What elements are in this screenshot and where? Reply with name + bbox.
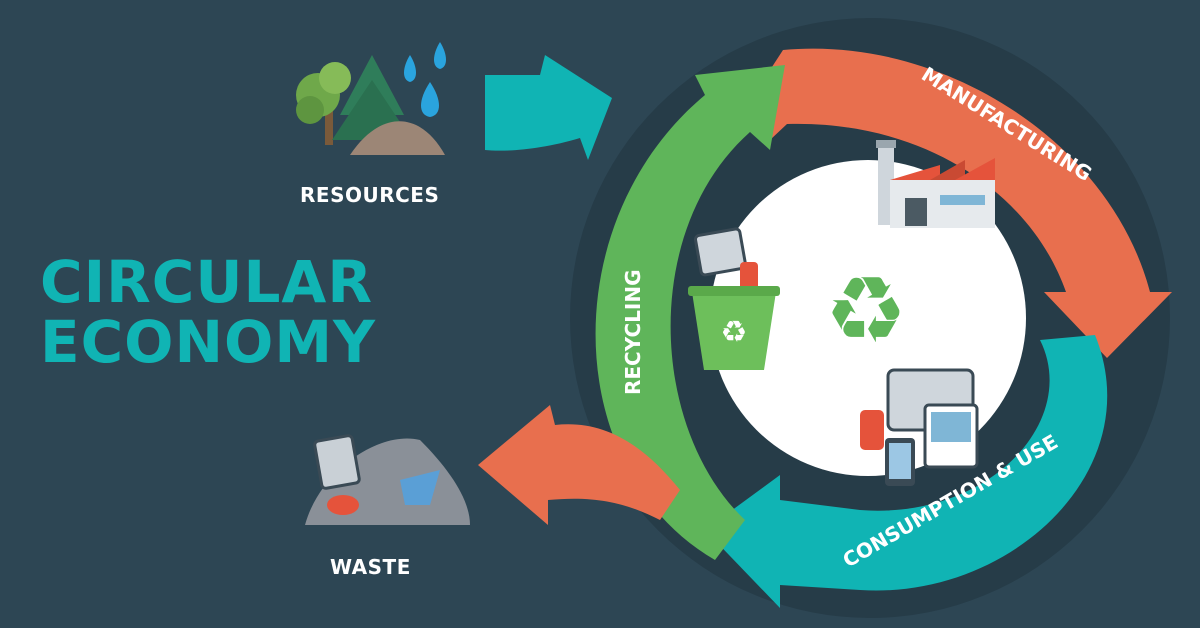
devices-icon [860,368,979,486]
waste-pile-icon [305,434,470,525]
manufacturing-arrow [735,48,1172,358]
soil-pile-icon [350,121,445,155]
title-line-1: CIRCULAR [40,248,373,316]
recycling-arrow [595,65,785,560]
water-drops-icon [404,42,446,117]
resources-label: RESOURCES [300,183,440,207]
recycling-label: RECYCLING [621,269,645,395]
recycle-bin-icon: ♻ [688,227,780,370]
resources-arrow [485,55,612,160]
title-line-2: ECONOMY [40,308,377,376]
waste-arrow [478,405,680,525]
consumption-arrow [705,335,1108,608]
waste-label: WASTE [330,555,411,579]
page-title: CIRCULAR ECONOMY [40,252,376,372]
svg-text:♻: ♻ [721,315,748,350]
recycle-symbol-icon: ♻ [825,257,907,364]
factory-icon [876,140,995,228]
